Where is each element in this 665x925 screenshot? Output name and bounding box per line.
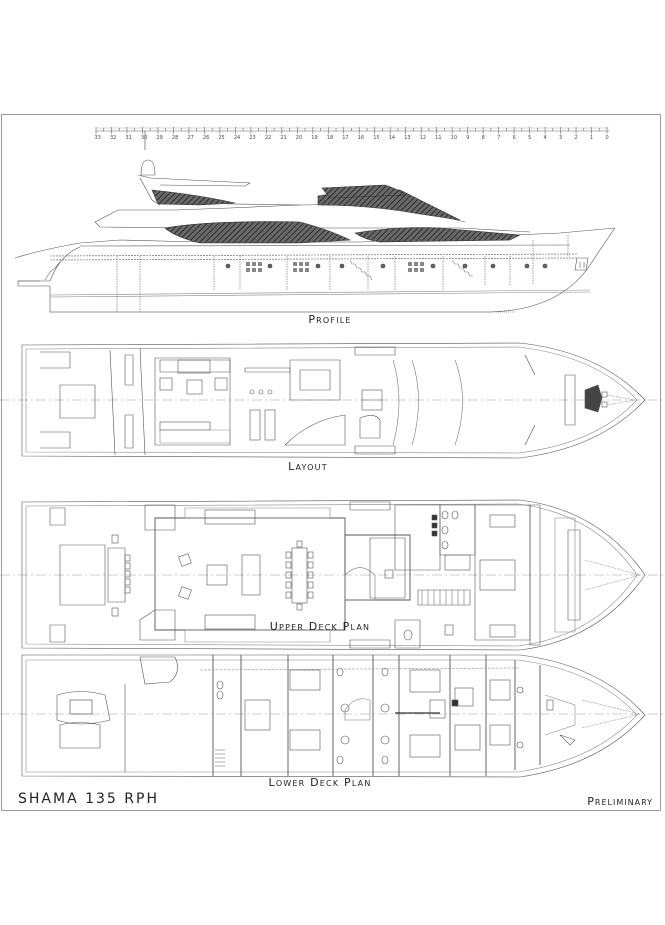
ruler-tick-label: 24 xyxy=(234,135,240,141)
ruler-tick-label: 33 xyxy=(95,135,101,141)
view-label-profile: Profile xyxy=(308,313,352,326)
ruler-tick-label: 6 xyxy=(513,135,516,141)
ruler-tick-label: 31 xyxy=(125,135,131,141)
drawing-frame xyxy=(1,114,661,811)
drawing-status: Preliminary xyxy=(587,795,653,808)
ruler-tick-label: 17 xyxy=(342,135,348,141)
ruler-tick-label: 20 xyxy=(296,135,302,141)
lower-deck-plan xyxy=(0,654,665,778)
view-label-layout: Layout xyxy=(288,460,328,473)
ruler-tick-label: 30 xyxy=(141,135,147,141)
ruler-tick-label: 23 xyxy=(249,135,255,141)
drawing-title: SHAMA 135 RPH xyxy=(18,791,159,807)
ruler-tick-label: 13 xyxy=(404,135,410,141)
ruler-tick-label: 28 xyxy=(172,135,178,141)
ruler-tick-label: 19 xyxy=(311,135,317,141)
view-label-lower-deck: Lower Deck Plan xyxy=(268,776,372,789)
ruler-tick-label: 4 xyxy=(544,135,547,141)
ruler-tick-label: 25 xyxy=(218,135,224,141)
ruler-tick-label: 1 xyxy=(590,135,593,141)
ruler-tick-label: 10 xyxy=(451,135,457,141)
profile-view xyxy=(14,159,616,313)
ruler-tick-label: 0 xyxy=(606,135,609,141)
ruler-tick-label: 14 xyxy=(389,135,395,141)
ruler-tick-label: 21 xyxy=(280,135,286,141)
ruler-tick-label: 9 xyxy=(466,135,469,141)
ruler-tick-label: 27 xyxy=(187,135,193,141)
ruler-tick-label: 8 xyxy=(482,135,485,141)
ruler-tick-label: 2 xyxy=(575,135,578,141)
ruler-tick-label: 5 xyxy=(528,135,531,141)
ruler-tick-label: 12 xyxy=(420,135,426,141)
layout-view xyxy=(0,342,665,459)
ruler-tick-label: 7 xyxy=(497,135,500,141)
ruler-tick-label: 18 xyxy=(327,135,333,141)
view-label-upper-deck: Upper Deck Plan xyxy=(269,620,371,633)
ruler-tick-label: 26 xyxy=(203,135,209,141)
ruler-tick-label: 16 xyxy=(358,135,364,141)
ruler-tick-label: 3 xyxy=(559,135,562,141)
upper-deck-plan xyxy=(0,499,665,651)
ruler-tick-label: 22 xyxy=(265,135,271,141)
ruler-tick-label: 32 xyxy=(110,135,116,141)
ruler-tick-label: 15 xyxy=(373,135,379,141)
frame-ruler xyxy=(95,127,609,134)
ruler-tick-label: 29 xyxy=(156,135,162,141)
ruler-tick-label: 11 xyxy=(435,135,441,141)
